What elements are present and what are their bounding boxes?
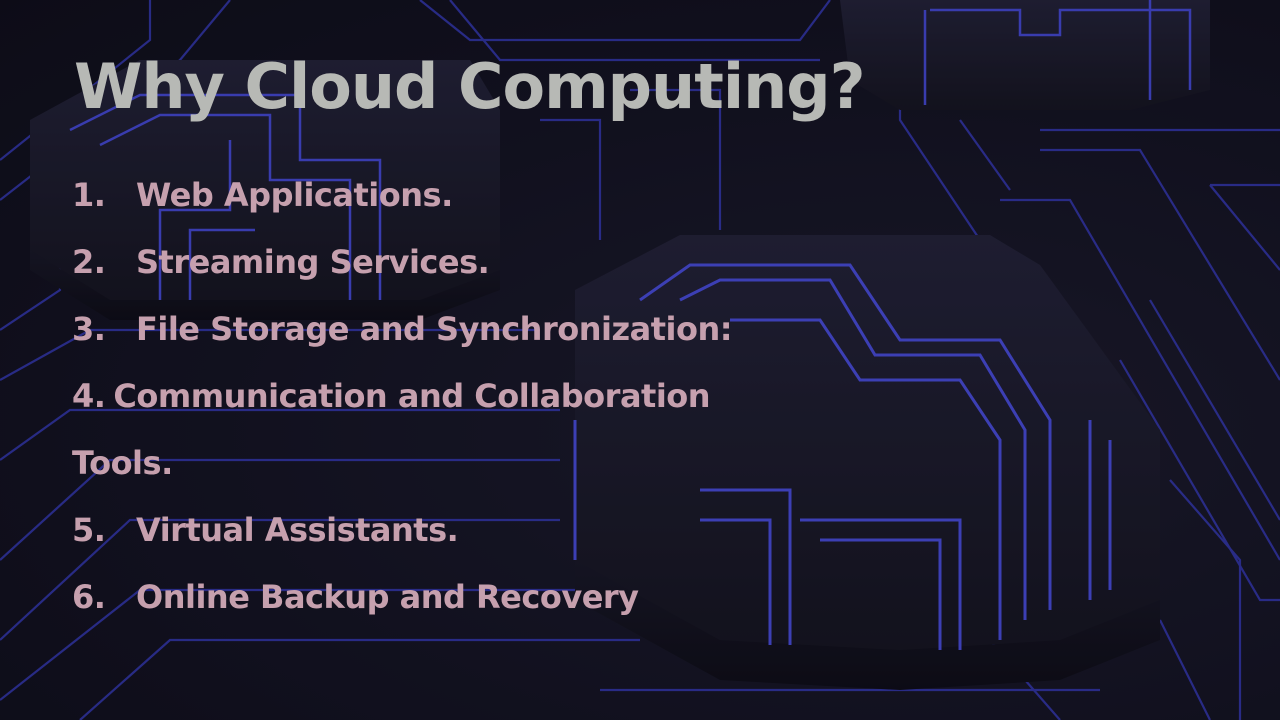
list-item: 3. File Storage and Synchronization: xyxy=(72,304,733,371)
list-item-text: Communication and Collaboration xyxy=(113,377,711,415)
list-item-text: Online Backup and Recovery xyxy=(136,578,639,616)
list-item: 4.Communication and Collaboration xyxy=(72,371,732,438)
reasons-list: 1. Web Applications. 2. Streaming Services… xyxy=(72,170,733,639)
list-item-text: Web Applications. xyxy=(136,176,453,214)
list-item: 6. Online Backup and Recovery xyxy=(72,572,732,639)
list-item-number: 2. xyxy=(72,243,106,281)
slide-title: Why Cloud Computing? xyxy=(74,50,866,123)
list-item-text: Tools. xyxy=(72,444,173,482)
list-item-text: Streaming Services. xyxy=(136,243,490,281)
list-item-number: 1. xyxy=(72,176,106,214)
list-item-number: 5. xyxy=(72,511,106,549)
list-item: 5. Virtual Assistants. xyxy=(72,505,732,572)
list-item-number: 4. xyxy=(72,377,106,415)
list-item-number: 3. xyxy=(72,310,106,348)
list-item-continuation: Tools. xyxy=(72,438,732,505)
list-item-text: Virtual Assistants. xyxy=(136,511,459,549)
list-item-number: 6. xyxy=(72,578,106,616)
list-item: 2. Streaming Services. xyxy=(72,237,732,304)
list-item: 1. Web Applications. xyxy=(72,170,732,237)
list-item-text: File Storage and Synchronization: xyxy=(136,310,733,348)
